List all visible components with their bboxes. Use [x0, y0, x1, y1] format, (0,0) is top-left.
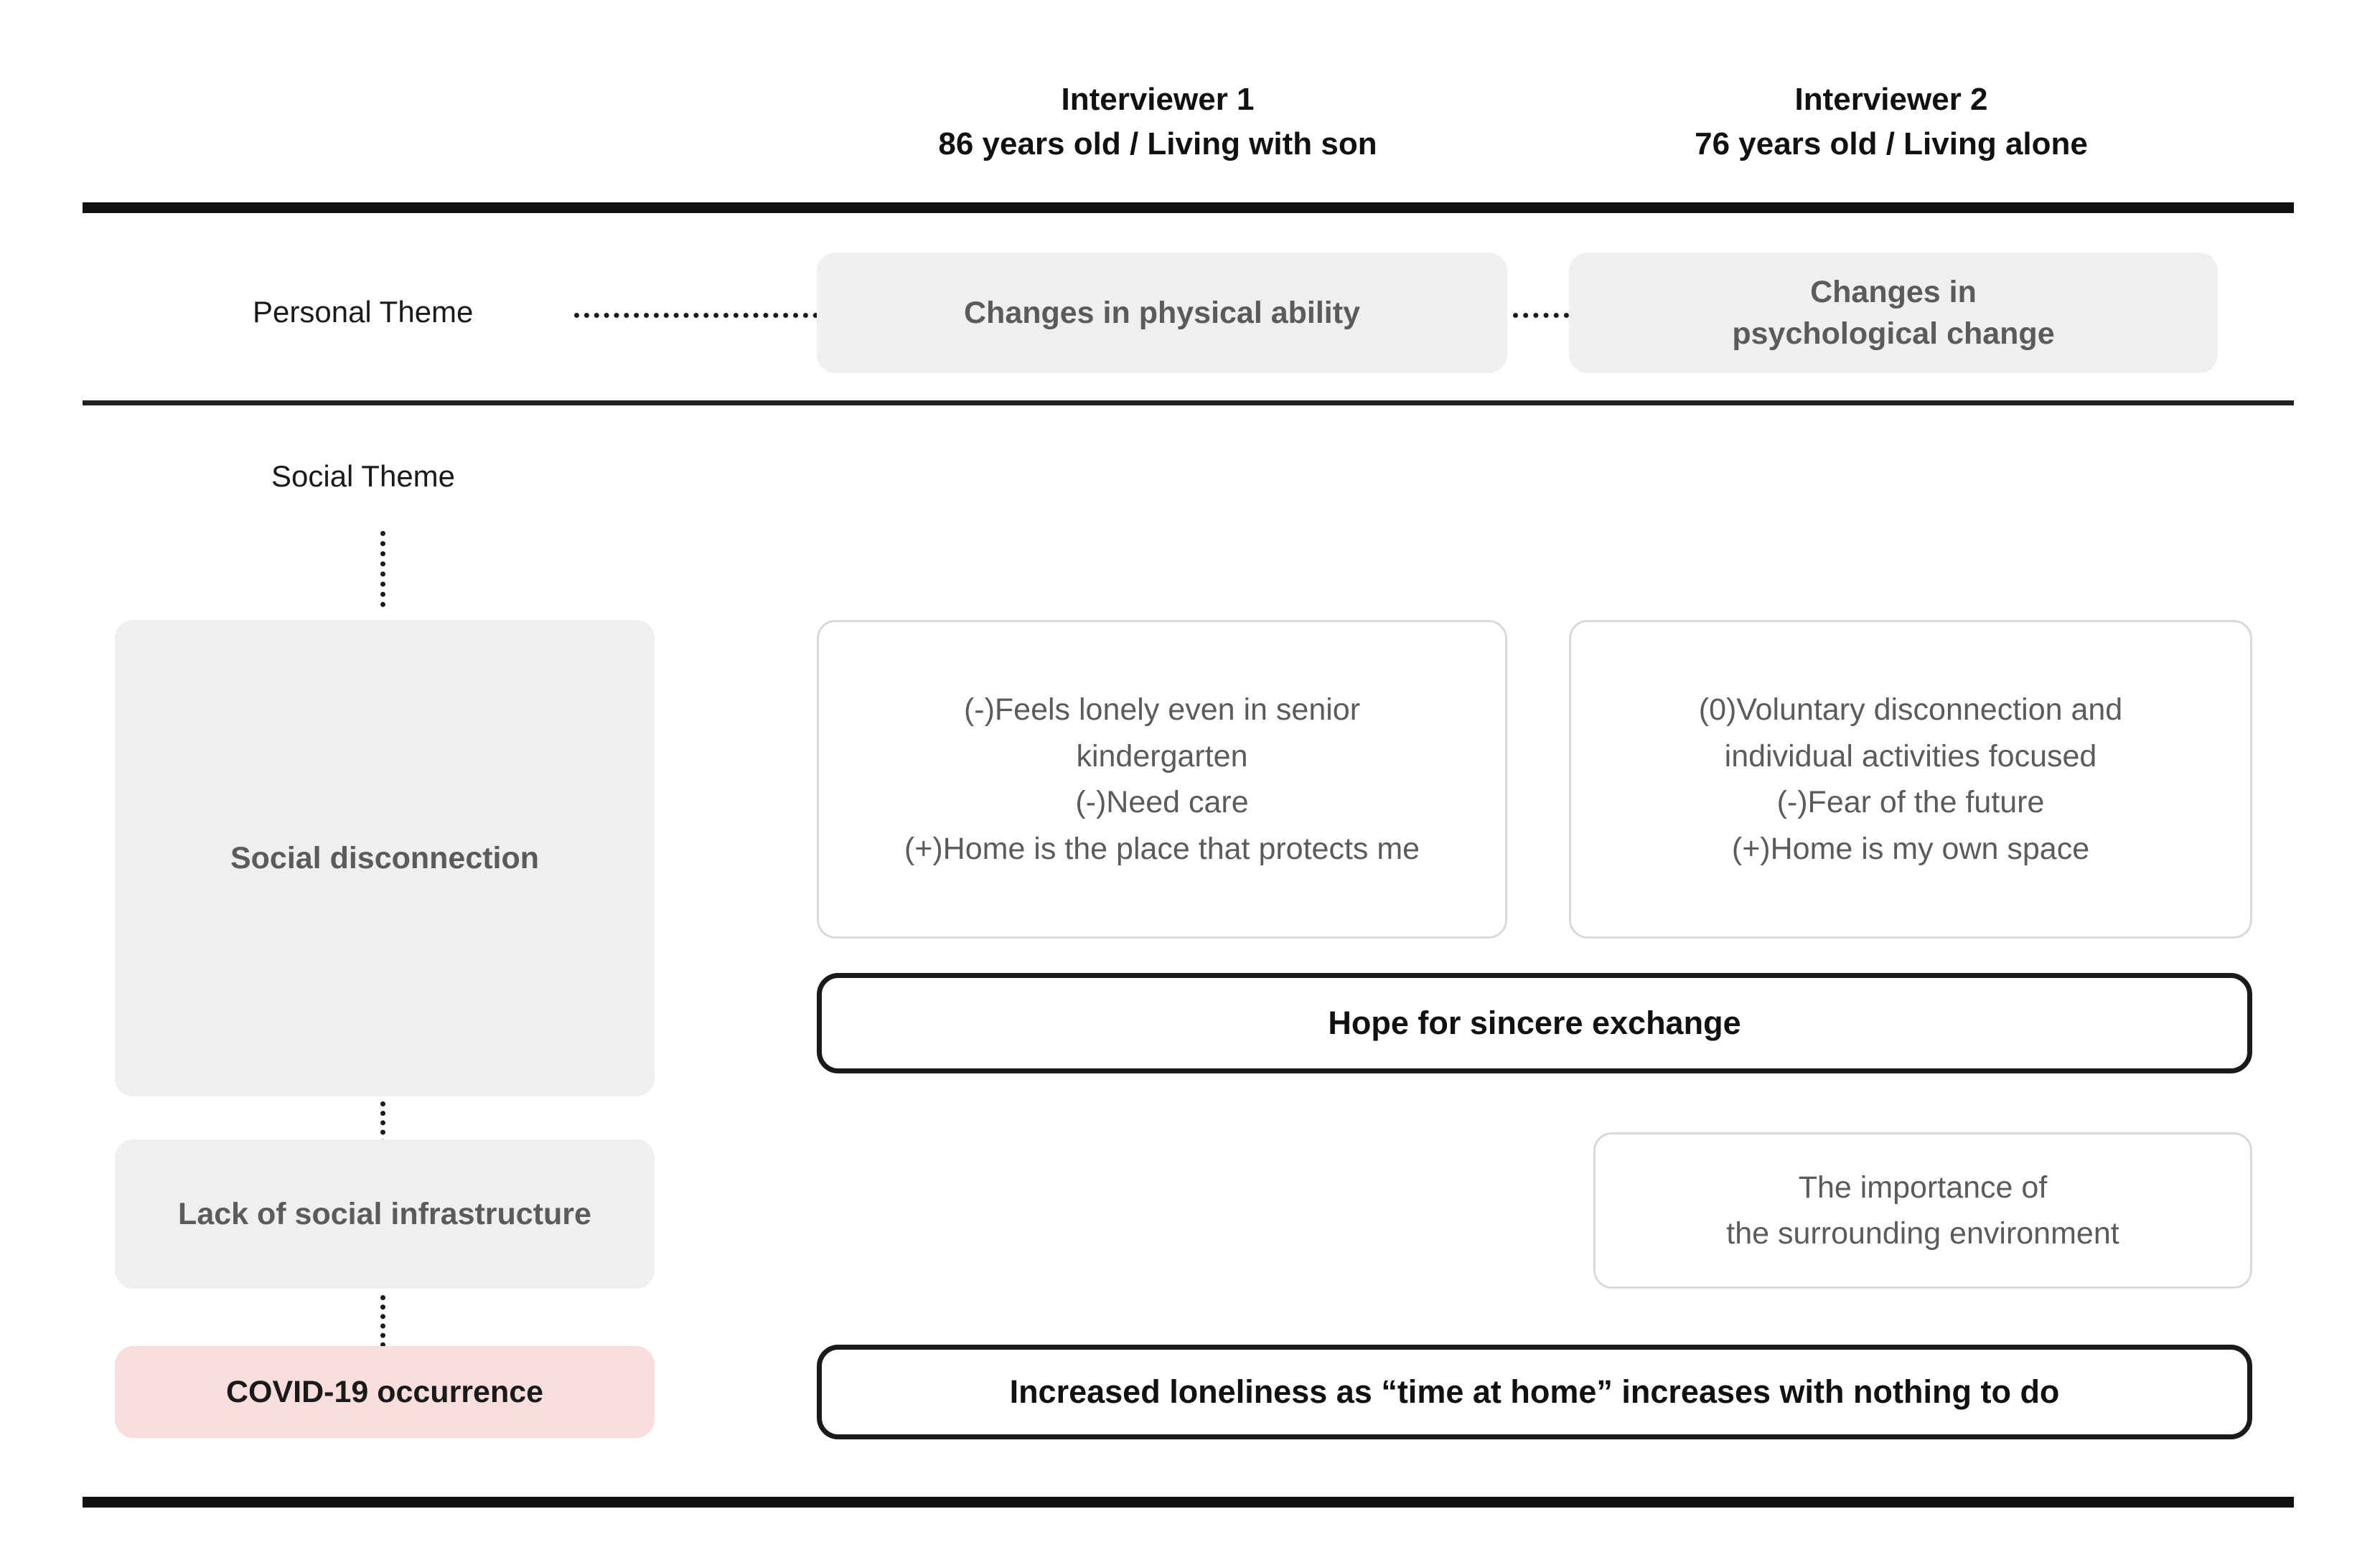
card-interviewer2-surrounding-environment: The importance of the surrounding enviro…: [1593, 1132, 2252, 1289]
social-theme-chip-lack-of-infrastructure: Lack of social infrastructure: [115, 1139, 655, 1289]
card-interviewer1-social-disconnection: (-)Feels lonely even in senior kindergar…: [817, 620, 1507, 939]
card-interviewer2-surrounding-environment-text: The importance of the surrounding enviro…: [1726, 1170, 2119, 1251]
bar-hope-for-sincere-exchange-text: Hope for sincere exchange: [1328, 1004, 1741, 1041]
rule-middle: [83, 400, 2294, 405]
column-header-interviewer-2: Interviewer 2 76 years old / Living alon…: [1550, 77, 2232, 167]
social-theme-label: Social Theme: [271, 459, 456, 493]
social-theme-chip-covid-19-label: COVID-19 occurrence: [225, 1374, 544, 1409]
bar-increased-loneliness-text: Increased loneliness as “time at home” i…: [1009, 1373, 2060, 1410]
personal-theme-chip-physical-ability: Changes in physical ability: [817, 253, 1507, 373]
social-theme-chip-lack-of-infrastructure-label: Lack of social infrastructure: [178, 1196, 591, 1231]
social-theme-connector-1: [380, 531, 385, 607]
card-interviewer2-social-disconnection: (0)Voluntary disconnection and individua…: [1569, 620, 2252, 939]
personal-theme-chip-physical-ability-label: Changes in physical ability: [964, 295, 1360, 330]
interviewer-1-subtitle: 86 years old / Living with son: [938, 126, 1377, 162]
personal-theme-chip-psychological-change: Changes in psychological change: [1569, 253, 2218, 373]
personal-theme-connector-middle: [1513, 313, 1569, 318]
bar-hope-for-sincere-exchange: Hope for sincere exchange: [817, 973, 2252, 1073]
bar-increased-loneliness: Increased loneliness as “time at home” i…: [817, 1345, 2252, 1439]
social-theme-chip-social-disconnection: Social disconnection: [115, 620, 655, 1096]
rule-top: [83, 202, 2294, 213]
social-theme-chip-covid-19: COVID-19 occurrence: [115, 1346, 655, 1438]
interviewer-2-subtitle: 76 years old / Living alone: [1695, 126, 2088, 162]
interviewer-1-title: Interviewer 1: [1061, 82, 1255, 117]
column-header-interviewer-1: Interviewer 1 86 years old / Living with…: [817, 77, 1499, 167]
interviewer-2-title: Interviewer 2: [1794, 82, 1988, 117]
card-interviewer2-social-disconnection-text: (0)Voluntary disconnection and individua…: [1698, 692, 2123, 866]
social-theme-chip-social-disconnection-label: Social disconnection: [230, 840, 540, 875]
card-interviewer1-social-disconnection-text: (-)Feels lonely even in senior kindergar…: [904, 692, 1420, 866]
personal-theme-label: Personal Theme: [253, 295, 474, 329]
personal-theme-chip-psychological-change-label: Changes in psychological change: [1732, 274, 2055, 351]
personal-theme-connector-left: [574, 313, 818, 318]
social-theme-connector-3: [380, 1295, 385, 1357]
rule-bottom: [83, 1497, 2294, 1508]
social-theme-connector-2: [380, 1101, 385, 1163]
